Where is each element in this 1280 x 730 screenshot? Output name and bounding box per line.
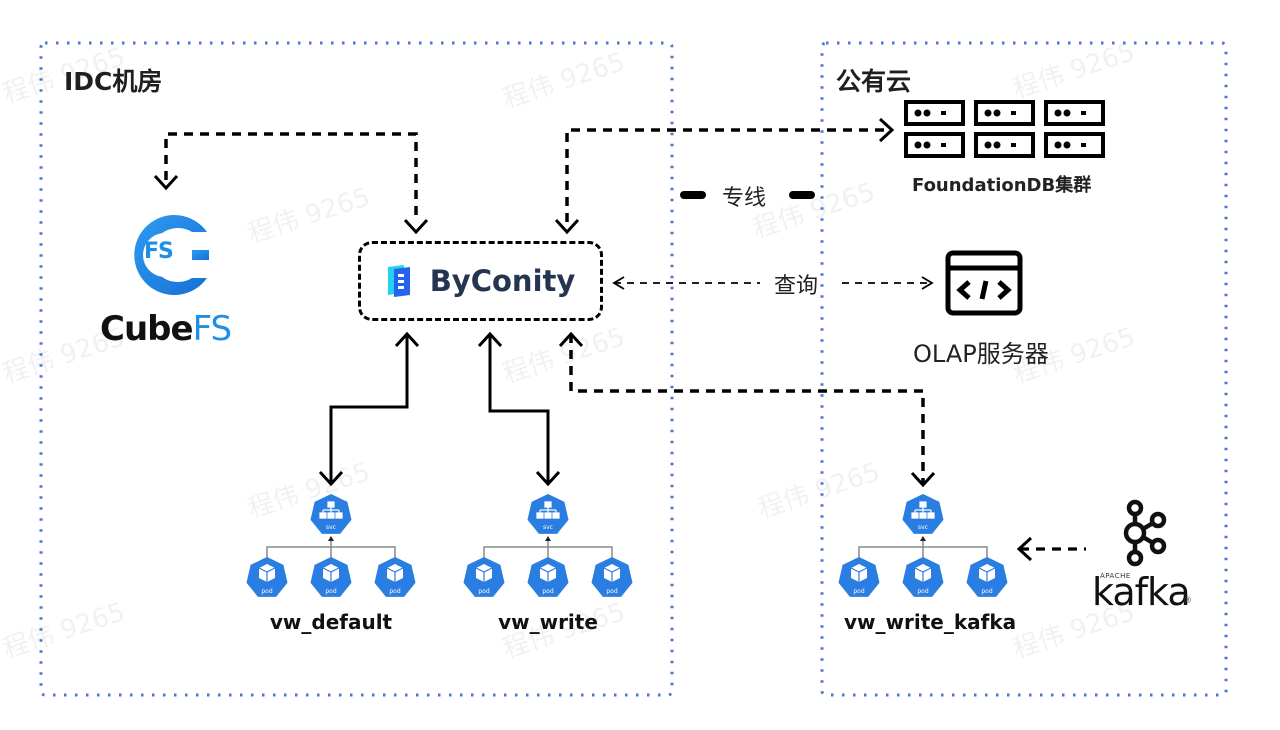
pod-icon: pod xyxy=(463,557,505,597)
byconity-logo-icon xyxy=(387,265,410,297)
dedicated-line-dash-left xyxy=(680,191,706,199)
svc-label: svc xyxy=(326,524,336,531)
pod-icon: pod xyxy=(591,557,633,597)
svc-icon: svc xyxy=(310,494,352,534)
connector-arrowhead xyxy=(328,536,334,541)
kafka-label: kafka xyxy=(1092,570,1191,614)
arrow-to-foundationdb xyxy=(878,117,895,143)
arrow-to-byconity xyxy=(403,218,429,235)
arrow-up-write xyxy=(477,331,503,348)
byconity-label: ByConity xyxy=(429,264,576,298)
arrow-to-byconity-fdb xyxy=(554,218,580,235)
cluster-name-label: vw_default xyxy=(269,610,393,634)
pod-label: pod xyxy=(606,588,617,595)
kafka-apache-label: APACHE xyxy=(1100,572,1131,580)
dedicated-line-label: 专线 xyxy=(722,186,767,211)
cloud-region-border xyxy=(820,41,1228,697)
dedicated-line-dash-right xyxy=(789,191,815,199)
cubefs-label-fs: FS xyxy=(192,309,233,349)
cubefs-logo-icon xyxy=(134,215,209,295)
byconity-foundationdb-link xyxy=(565,128,888,222)
pod-label: pod xyxy=(325,588,336,595)
query-label: 查询 xyxy=(774,274,819,299)
pod-label: pod xyxy=(981,588,992,595)
cubefs-label: CubeFS xyxy=(100,309,233,349)
svc-icon: svc xyxy=(902,494,944,534)
pod-icon: pod xyxy=(246,557,288,597)
connector-arrowhead xyxy=(545,536,551,541)
cubefs-logo-mark: FS xyxy=(144,239,174,264)
connector-arrowhead xyxy=(920,536,926,541)
byconity-vw-write-kafka-link xyxy=(569,334,925,484)
pod-label: pod xyxy=(917,588,928,595)
arrow-down-kafka xyxy=(910,471,936,488)
kafka-registered-mark: ® xyxy=(1183,596,1192,606)
cluster-name-label: vw_write_kafka xyxy=(844,610,1017,634)
pod-label: pod xyxy=(389,588,400,595)
pod-icon: pod xyxy=(310,557,352,597)
arrow-up-default xyxy=(394,331,420,348)
arrow-up-kafka xyxy=(558,331,584,348)
svc-icon: svc xyxy=(527,494,569,534)
pod-icon: pod xyxy=(966,557,1008,597)
olap-label: OLAP服务器 xyxy=(913,340,1049,368)
pod-icon: pod xyxy=(374,557,416,597)
pod-label: pod xyxy=(542,588,553,595)
olap-code-window-icon xyxy=(945,250,1023,316)
arrow-to-cubefs xyxy=(153,174,179,191)
byconity-vw-default-link xyxy=(329,334,409,484)
foundationdb-label: FoundationDB集群 xyxy=(912,175,1092,196)
pod-label: pod xyxy=(853,588,864,595)
cloud-region-title: 公有云 xyxy=(836,67,912,96)
pod-label: pod xyxy=(478,588,489,595)
arrow-down-write xyxy=(535,470,561,487)
cubefs-label-cube: Cube xyxy=(100,309,194,349)
cubefs-byconity-link xyxy=(164,132,418,222)
pod-icon: pod xyxy=(527,557,569,597)
cubefs-node: FS CubeFS xyxy=(100,205,250,355)
pod-icon: pod xyxy=(838,557,880,597)
pod-icon: pod xyxy=(902,557,944,597)
foundationdb-servers-icon xyxy=(904,100,1105,158)
cluster-name-label: vw_write xyxy=(498,610,598,634)
pod-label: pod xyxy=(261,588,272,595)
kafka-logo-icon xyxy=(1123,499,1167,567)
arrow-down-default xyxy=(318,470,344,487)
idc-region-title: IDC机房 xyxy=(64,67,163,96)
svc-label: svc xyxy=(543,524,553,531)
byconity-node: ByConity xyxy=(358,241,603,321)
arrow-to-vw-write-kafka xyxy=(1016,536,1033,562)
svc-label: svc xyxy=(918,524,928,531)
byconity-vw-write-link xyxy=(488,334,550,484)
